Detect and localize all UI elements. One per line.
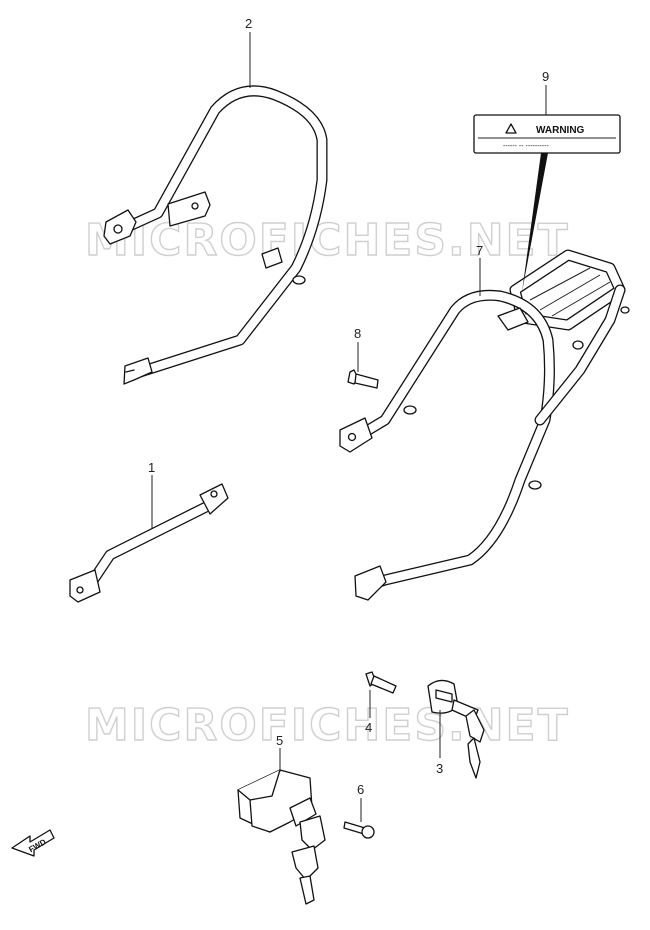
warning-label-part-9: WARNING ------ -- ---------- — [473, 114, 621, 154]
callout-3: 3 — [436, 761, 443, 776]
bolt-part-8 — [347, 369, 379, 389]
leader-9-wedge — [522, 153, 548, 292]
helmet-lock-part-3 — [427, 679, 485, 779]
screw-part-4 — [365, 671, 397, 694]
warning-label-subtext: ------ -- ---------- — [503, 143, 550, 150]
callout-7: 7 — [476, 243, 483, 258]
brace-part-1 — [69, 483, 229, 603]
watermark-top: MICROFICHES.NET — [85, 215, 570, 266]
callout-5: 5 — [276, 733, 283, 748]
callout-6: 6 — [357, 782, 364, 797]
callout-4: 4 — [365, 720, 372, 735]
warning-label-title: WARNING — [536, 125, 585, 136]
forward-arrow-icon: FWD — [11, 829, 55, 857]
callout-2: 2 — [245, 16, 252, 31]
watermark-bottom: MICROFICHES.NET — [85, 700, 570, 751]
screw-part-6 — [343, 821, 375, 839]
rear-carrier-part-7 — [339, 249, 630, 601]
warning-triangle-icon — [505, 123, 517, 134]
callout-8: 8 — [354, 326, 361, 341]
callout-9: 9 — [542, 69, 549, 84]
lock-assembly-part-5 — [237, 769, 326, 905]
callout-1: 1 — [148, 460, 155, 475]
grab-rail-part-2 — [103, 85, 328, 385]
